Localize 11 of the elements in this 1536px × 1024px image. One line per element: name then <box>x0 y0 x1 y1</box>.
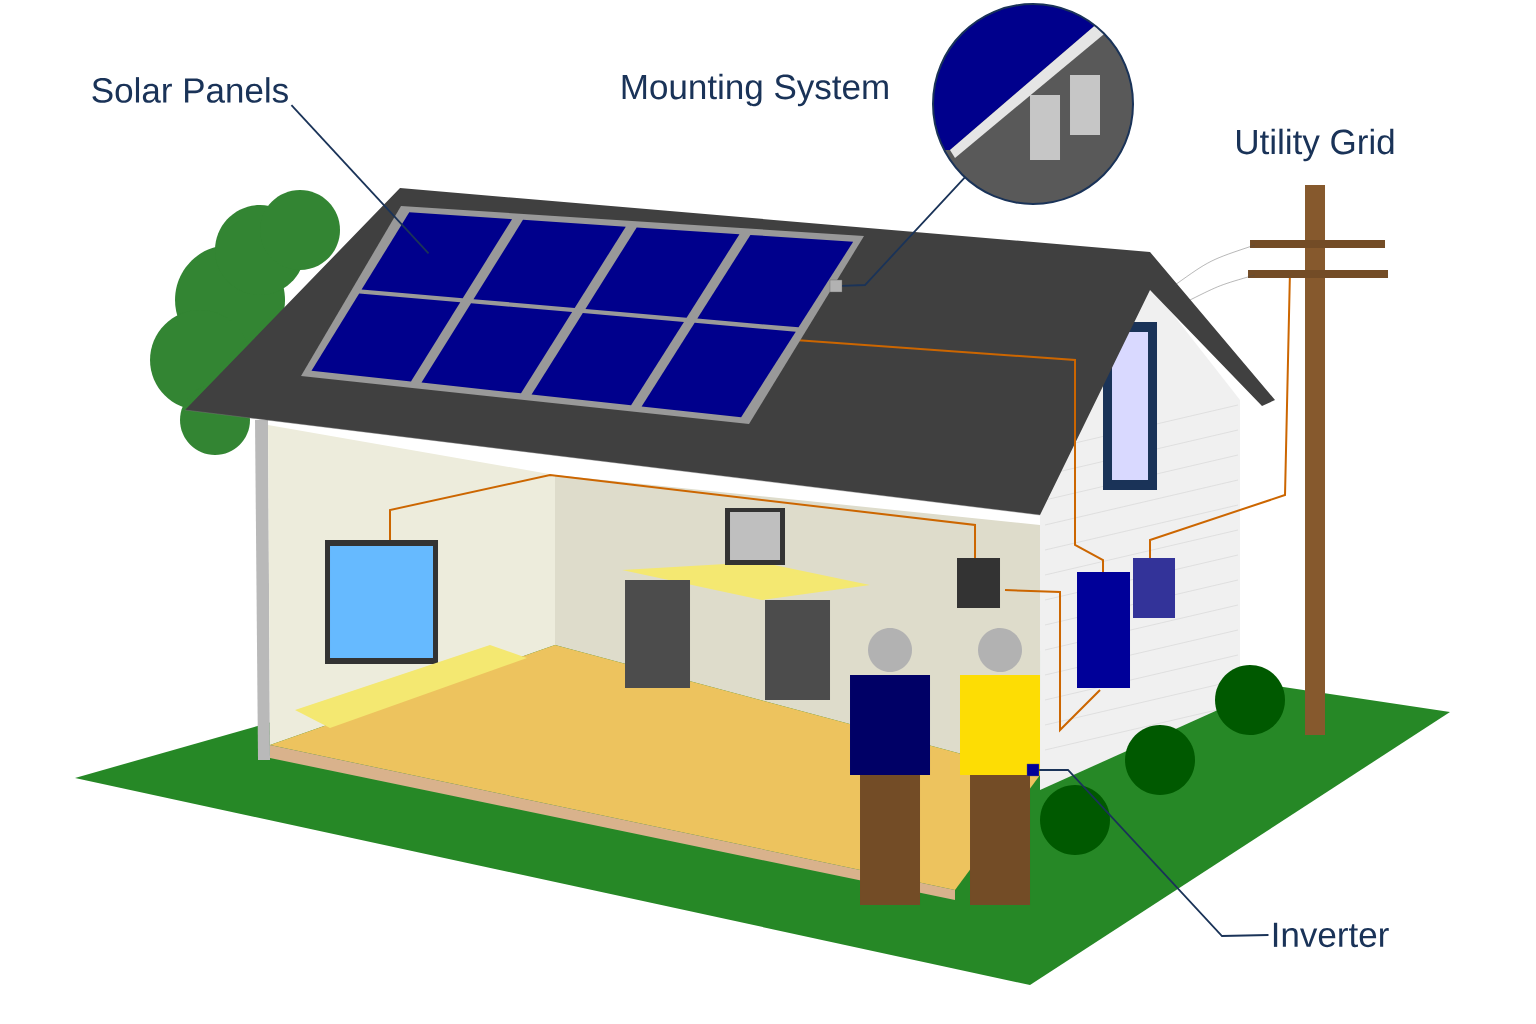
leader-line <box>1038 769 1270 937</box>
solar-panel-array <box>301 206 864 424</box>
callout-label: Solar Panels <box>92 77 288 103</box>
leader-line <box>841 176 966 287</box>
mounting-rail <box>829 279 843 293</box>
callout-label: Mounting System <box>622 73 888 107</box>
mounting-detail-inset <box>932 3 1134 205</box>
leader-line <box>290 104 430 255</box>
inverter-box <box>1026 763 1040 777</box>
callout-label: Inverter <box>1273 922 1389 948</box>
callout-label: Utility Grid <box>1237 128 1394 162</box>
